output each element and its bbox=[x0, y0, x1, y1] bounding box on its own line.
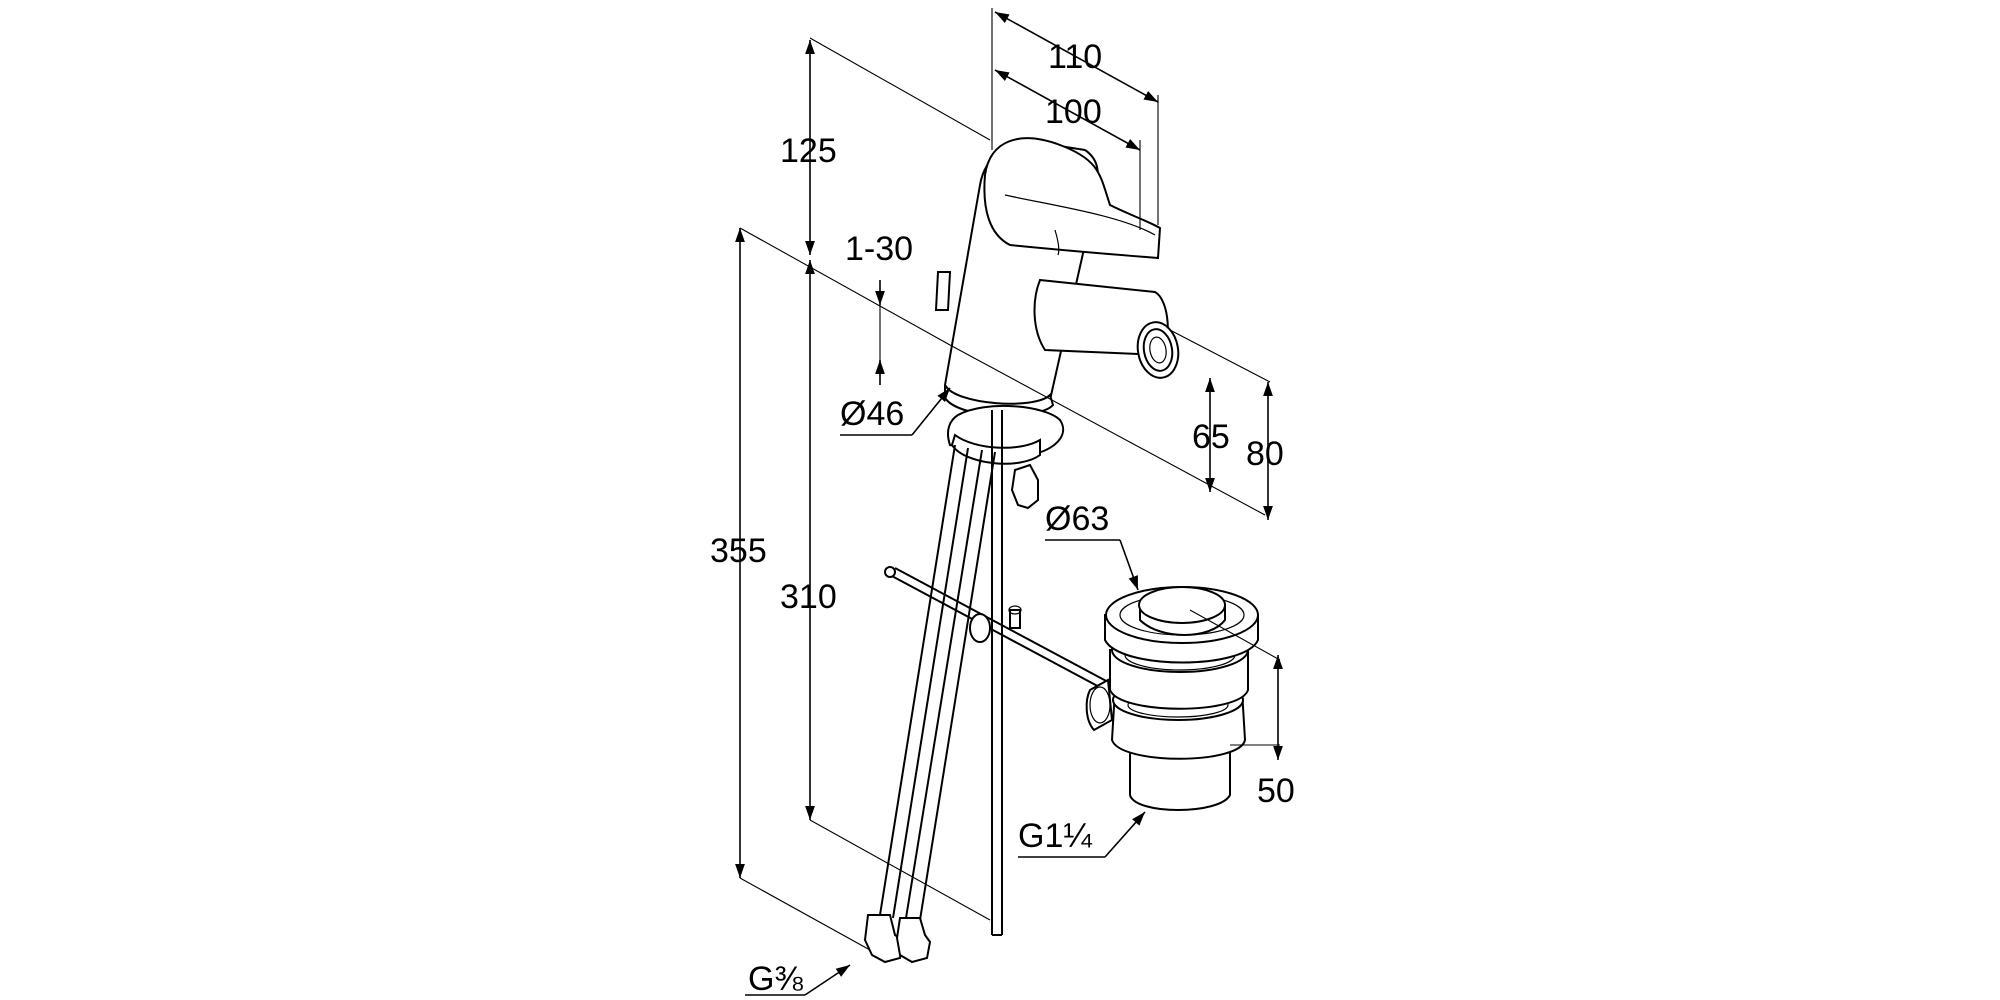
dimension-lines bbox=[735, 11, 1283, 996]
drain-valve bbox=[1085, 586, 1259, 811]
dim-50: 50 bbox=[1257, 772, 1295, 810]
dim-80: 80 bbox=[1246, 435, 1284, 473]
dimension-labels: 110 100 125 1-30 Ø46 65 80 355 310 Ø63 5… bbox=[710, 38, 1295, 998]
dim-355: 355 bbox=[710, 532, 767, 570]
dim-65: 65 bbox=[1192, 418, 1230, 456]
faucet-body bbox=[934, 137, 1180, 510]
dim-thread-g1-1-4: G1¼ bbox=[1018, 817, 1092, 855]
dim-100: 100 bbox=[1045, 93, 1102, 131]
supply-hoses bbox=[863, 410, 1003, 964]
popup-linkage bbox=[884, 566, 1111, 691]
dim-310: 310 bbox=[780, 578, 837, 616]
dim-diameter-63: Ø63 bbox=[1045, 500, 1109, 538]
dim-110: 110 bbox=[1048, 38, 1102, 76]
dim-1-30: 1-30 bbox=[845, 230, 913, 268]
dim-125: 125 bbox=[780, 132, 837, 170]
dim-thread-g3-8: G⅜ bbox=[748, 960, 803, 998]
dim-diameter-46: Ø46 bbox=[840, 395, 904, 433]
